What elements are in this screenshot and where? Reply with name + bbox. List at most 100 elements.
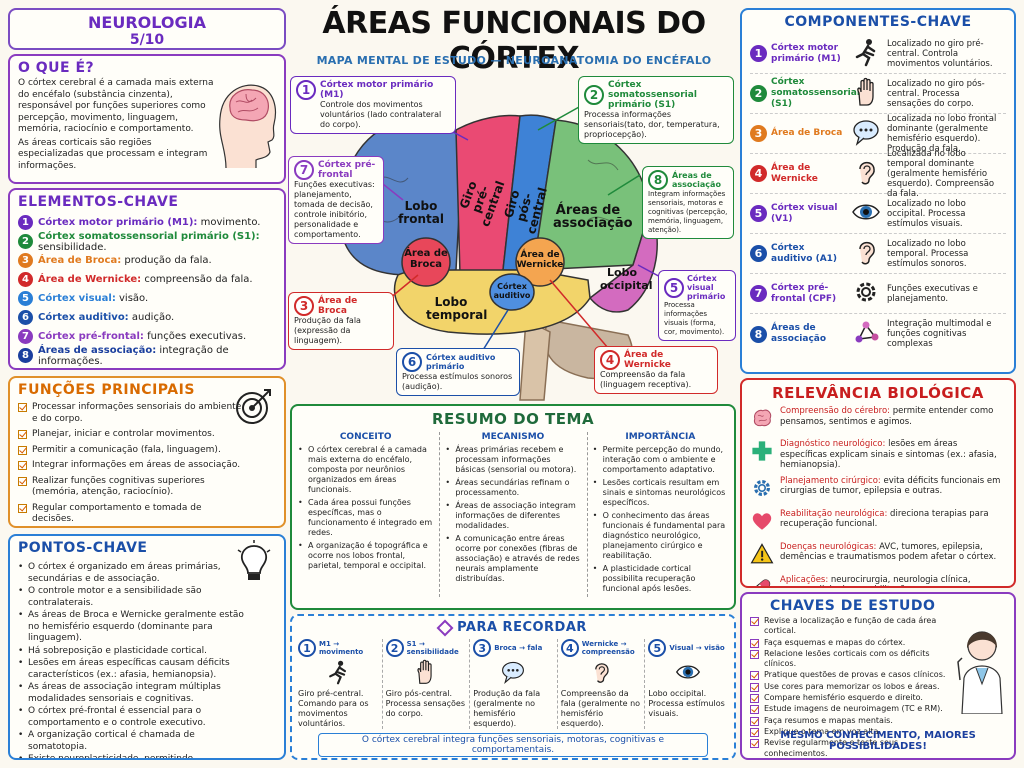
cross-icon	[750, 439, 774, 467]
resumo-item: Áreas secundárias refinam o processament…	[445, 478, 580, 498]
chaves-item-text: Revise a localização e função de cada ár…	[764, 616, 937, 636]
elementos-item-number: 2	[18, 234, 33, 249]
checkbox-icon	[18, 430, 27, 439]
elementos-item-number: 4	[18, 272, 33, 287]
relevancia-item-desc: lesões em áreas específicas explicam sin…	[780, 439, 997, 470]
pontos-item: O controle motor e a sensibilidade são c…	[18, 586, 250, 609]
elementos-item-name: Córtex auditivo:	[38, 312, 129, 323]
checkbox-icon	[18, 503, 27, 513]
resumo-item: Cada área possui funções específicas, ma…	[298, 498, 433, 538]
recordar-item-title: Broca → fala	[494, 644, 543, 652]
label-lobo-frontal: Lobo frontal	[398, 199, 444, 226]
recordar-item-text: Produção da fala (geralmente no hemisfér…	[473, 689, 541, 728]
checkbox-icon	[750, 705, 759, 715]
relevancia-item-text: Doenças neurológicas: AVC, tumores, epil…	[780, 542, 1006, 563]
resumo-item: A organização é topográfica e ocorre nos…	[298, 541, 433, 571]
recordar-item-number: 4	[560, 639, 579, 657]
checkbox-icon	[18, 403, 27, 412]
callout-pf-num: 7	[294, 160, 314, 180]
checkbox-icon	[18, 445, 27, 455]
resumo-item: Áreas primárias recebem e processam info…	[445, 445, 580, 475]
componentes-item-name: Áreas de associação	[771, 323, 827, 344]
chaves-item-text: Faça esquemas e mapas do córtex.	[764, 637, 906, 647]
callout-assoc-title: Áreas de associação	[672, 171, 721, 189]
gear-icon	[849, 277, 883, 311]
relevancia-item-heading: Diagnóstico neurológico:	[780, 439, 886, 449]
funcoes-item: Permitir a comunicação (fala, linguagem)…	[18, 445, 246, 457]
relevancia-item-desc: direciona terapias para recuperação func…	[780, 508, 989, 530]
brain-area: Lobo frontal Giro pré-central Giro pós-c…	[288, 70, 738, 402]
hand-icon	[849, 77, 883, 111]
chaves-item: Revise a localização e função de cada ár…	[750, 616, 950, 637]
elementos-item-number: 3	[18, 253, 33, 268]
hand-icon	[386, 659, 466, 687]
recordar-item-title: Visual → visão	[669, 644, 725, 652]
callout-assoc-text: Integram informações sensoriais, motoras…	[648, 190, 728, 234]
elementos-item-desc: funções executivas.	[143, 331, 247, 342]
subject-box: NEUROLOGIA 5/10	[8, 8, 286, 50]
elementos-item-text: Córtex pré-frontal: funções executivas.	[38, 331, 246, 342]
elementos-item-text: Córtex somatossensorial primário (S1): s…	[38, 231, 276, 253]
callout-pf-title: Córtex pré-frontal	[318, 160, 376, 180]
recordar-item-title: M1 → movimento	[319, 640, 364, 656]
funcoes-box: FUNÇÕES PRINCIPAIS Processar informações…	[8, 376, 286, 528]
recordar-item-number: 2	[385, 639, 404, 657]
relevancia-item-text: Compreensão do cérebro: permite entender…	[780, 406, 1006, 427]
relevancia-item-heading: Reabilitação neurológica:	[780, 508, 888, 519]
speech-bubble-icon	[849, 117, 883, 151]
oque-title: O QUE É?	[18, 60, 95, 76]
running-person-icon	[849, 37, 883, 71]
chaves-item: Compare hemisfério esquerdo e direito.	[750, 693, 950, 704]
relevancia-list: Compreensão do cérebro: permite entender…	[750, 406, 1006, 586]
elementos-item-text: Córtex auditivo: audição.	[38, 312, 174, 323]
relevancia-item-desc: permite entender como pensamos, sentimos…	[780, 406, 994, 427]
eye-icon	[849, 197, 883, 231]
checkbox-icon	[750, 694, 759, 704]
recordar-footer: O córtex cerebral integra funções sensor…	[318, 733, 708, 757]
checkbox-icon	[18, 461, 27, 470]
elementos-item: 3 Área de Broca: produção da fala.	[18, 251, 276, 270]
checkbox-icon	[750, 716, 759, 726]
callout-broca-num: 3	[294, 296, 314, 316]
funcoes-item: Regular comportamento e tomada de decisõ…	[18, 503, 246, 526]
elementos-item-text: Área de Broca: produção da fala.	[38, 255, 212, 266]
elementos-item-desc: compreensão da fala.	[141, 274, 253, 285]
chaves-item: Estude imagens de neuroimagem (TC e RM).	[750, 704, 950, 715]
callout-m1-title: Córtex motor primário (M1)	[320, 80, 434, 100]
elementos-item-text: Área de Wernicke: compreensão da fala.	[38, 274, 253, 285]
chaves-item: Faça esquemas e mapas do córtex.	[750, 638, 950, 648]
resumo-column: CONCEITOO córtex cerebral é a camada mai…	[298, 432, 433, 597]
relevancia-item: Compreensão do cérebro: permite entender…	[750, 406, 1006, 434]
resumo-column-header: MECANISMO	[481, 432, 545, 442]
chaves-item-text: Revise regularmente e teste seus conheci…	[764, 738, 899, 758]
ear-icon	[561, 659, 641, 687]
pontos-item: Existe neuroplasticidade, permitindo reo…	[18, 754, 250, 758]
chaves-item-text: Explique o tema em voz alta.	[764, 726, 881, 736]
relevancia-box: RELEVÂNCIA BIOLÓGICA Compreensão do cére…	[740, 378, 1016, 588]
relevancia-item-heading: Planejamento cirúrgico:	[780, 475, 881, 486]
resumo-item: Lesões corticais resultam em sinais e si…	[593, 478, 728, 508]
heart-icon	[750, 509, 774, 537]
relevancia-item-text: Diagnóstico neurológico: lesões em áreas…	[780, 439, 1006, 471]
componentes-title: COMPONENTES-CHAVE	[784, 14, 972, 30]
chaves-item-text: Estude imagens de neuroimagem (TC e RM).	[764, 704, 943, 714]
callout-wer-title: Área de Wernicke	[624, 350, 671, 370]
resumo-item: A comunicação entre áreas ocorre por con…	[445, 534, 580, 584]
elementos-title: ELEMENTOS-CHAVE	[18, 194, 179, 210]
diamond-icon	[436, 619, 454, 636]
chaves-box: CHAVES DE ESTUDO Revise a localização e …	[740, 592, 1016, 760]
pill-icon	[750, 575, 774, 586]
resumo-title: RESUMO DO TEMA	[431, 410, 595, 428]
elementos-item-name: Área de Broca:	[38, 255, 122, 266]
checkbox-icon	[750, 682, 759, 692]
